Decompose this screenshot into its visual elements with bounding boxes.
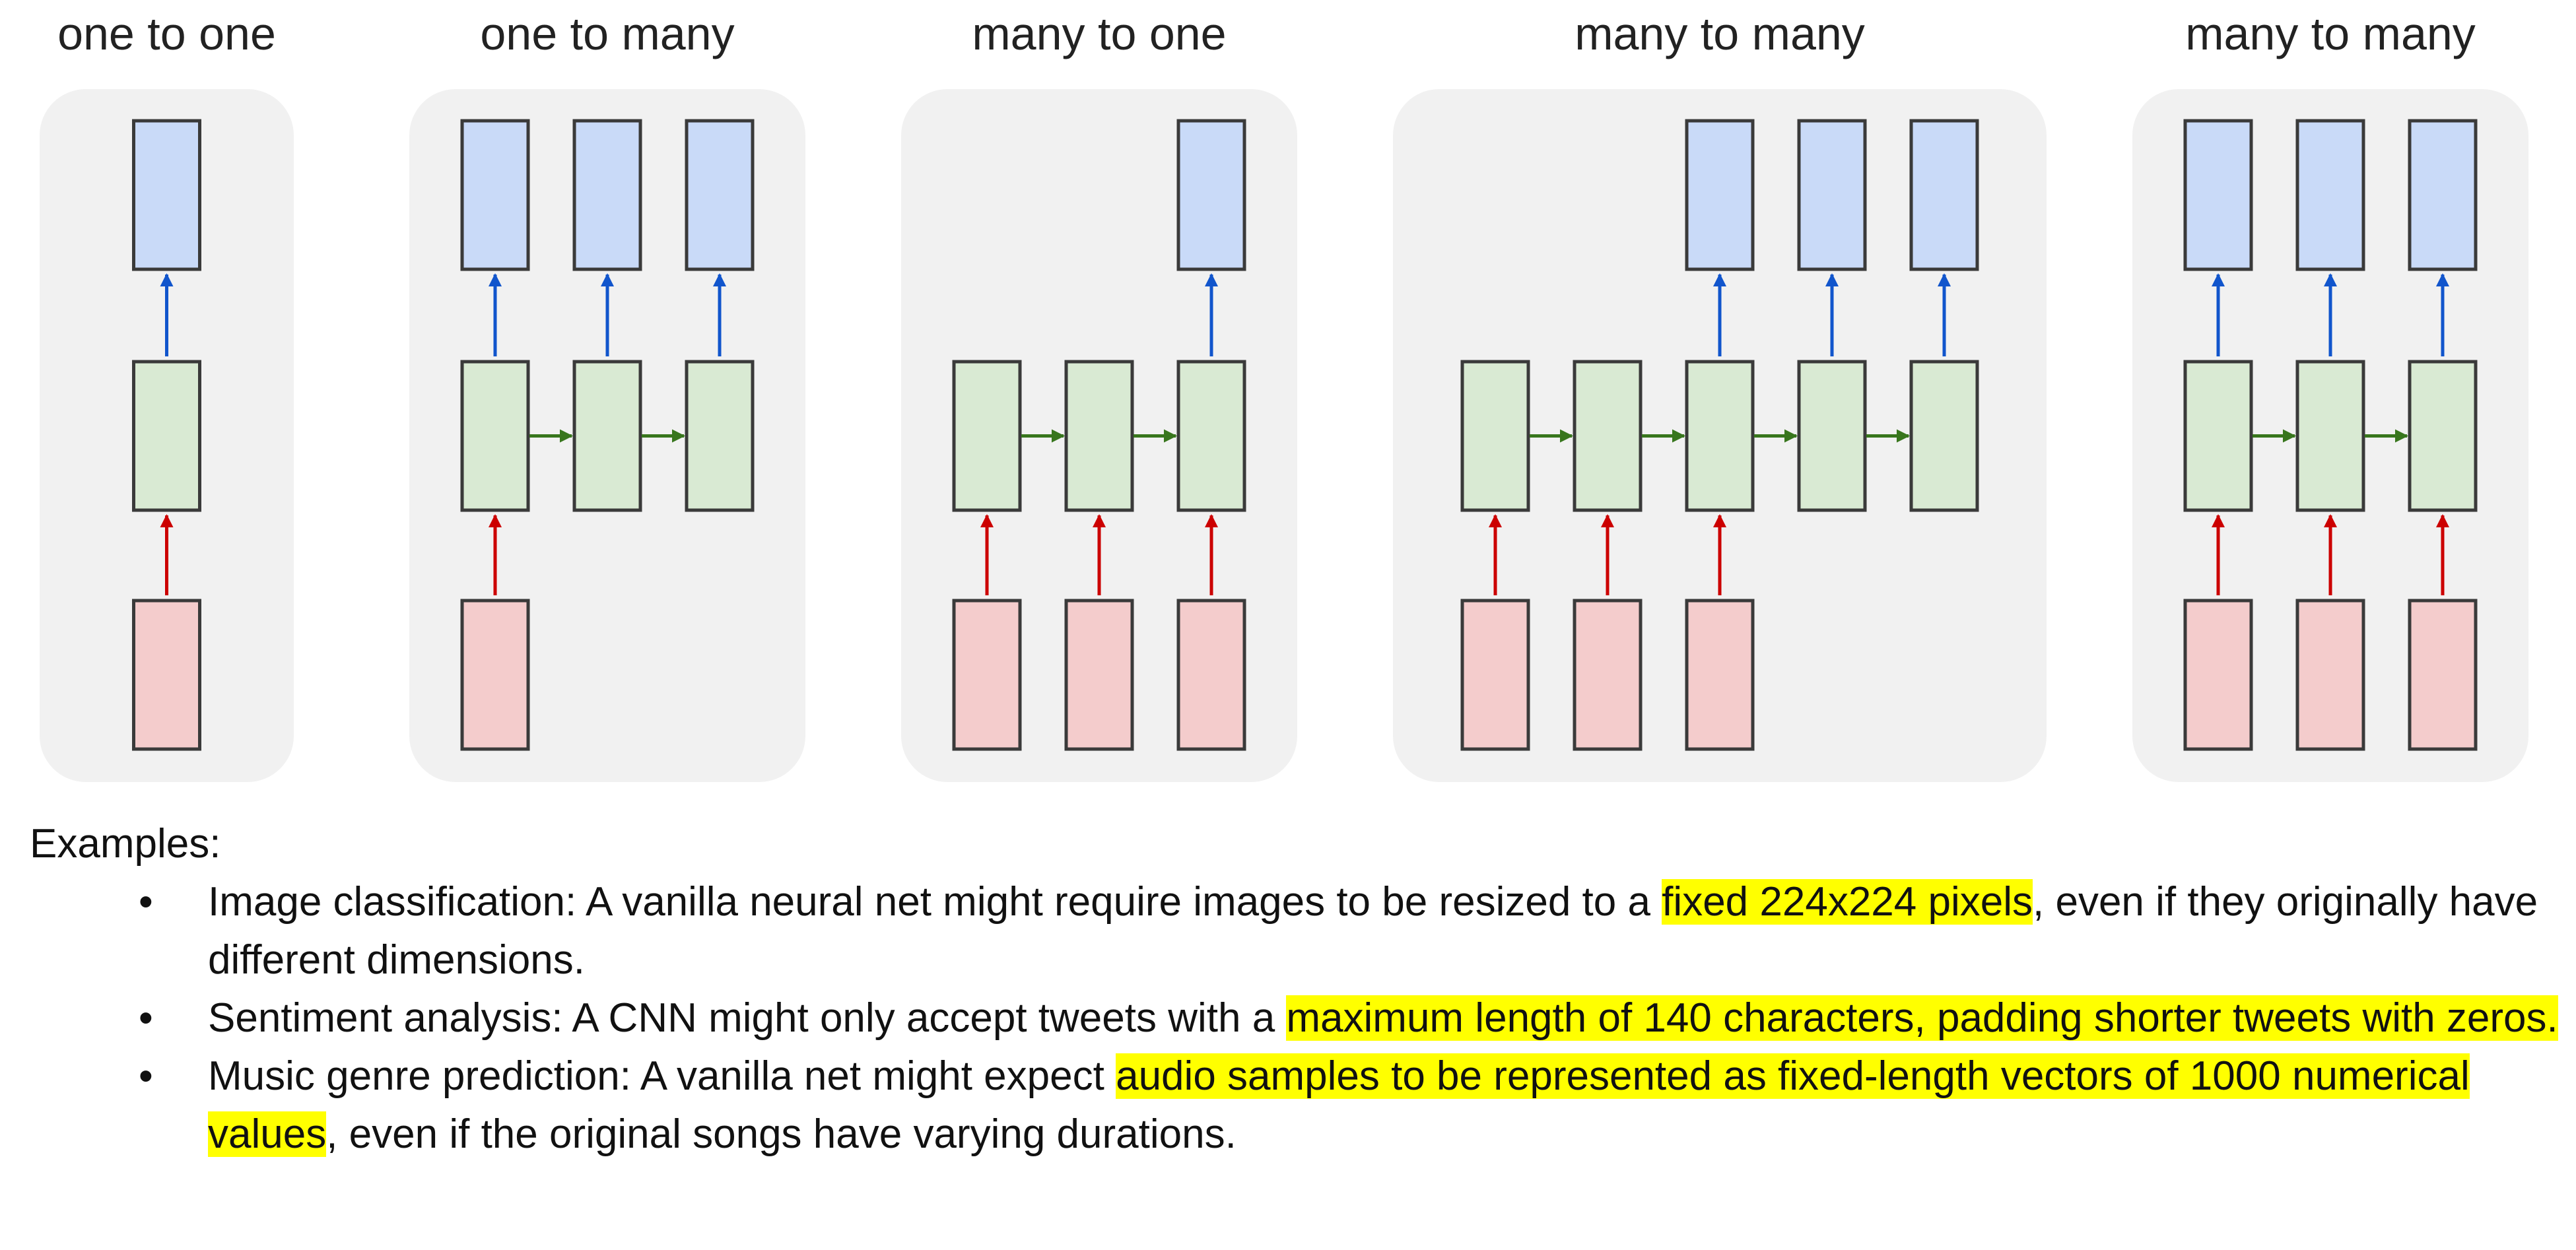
output-box (572, 119, 642, 271)
output-box (132, 119, 201, 271)
example-text: Sentiment analysis: A CNN might only acc… (208, 995, 1287, 1041)
panel-title: many to one (972, 8, 1226, 59)
example-item: • Music genre prediction: A vanilla net m… (30, 1047, 2558, 1164)
input-box (2408, 599, 2478, 751)
hidden-state-box (1685, 360, 1755, 512)
examples-section: Examples: • Image classification: A vanil… (30, 815, 2558, 1164)
input-box (1064, 599, 1134, 751)
panel-title: one to many (480, 8, 734, 59)
hidden-state-box (132, 360, 201, 512)
input-box (132, 599, 201, 751)
panel-4: many to many (1393, 8, 2047, 782)
panel-3: many to one (901, 8, 1297, 782)
example-text: , even if they originally have different… (208, 879, 2538, 983)
input-box (1573, 599, 1643, 751)
hidden-state-box (1573, 360, 1643, 512)
rnn-architectures-diagram: one to one one to many many to one many to … (40, 8, 2528, 782)
output-box (2295, 119, 2365, 271)
hidden-state-box (1460, 360, 1530, 512)
panel-title: many to many (1575, 8, 1865, 59)
hidden-state-box (460, 360, 530, 512)
hidden-state-box (952, 360, 1022, 512)
bullet-icon: • (139, 995, 153, 1041)
hidden-state-box (1797, 360, 1867, 512)
hidden-state-box (1064, 360, 1134, 512)
input-box (2183, 599, 2253, 751)
output-box (2408, 119, 2478, 271)
panel-5: many to many (2132, 8, 2528, 782)
output-box (1909, 119, 1979, 271)
output-box (1797, 119, 1867, 271)
example-text: Music genre prediction: A vanilla net mi… (208, 1053, 1116, 1099)
bullet-icon: • (139, 1053, 153, 1099)
input-box (1176, 599, 1246, 751)
output-box (2183, 119, 2253, 271)
input-box (460, 599, 530, 751)
examples-list: • Image classification: A vanilla neural … (30, 873, 2558, 1164)
input-box (1460, 599, 1530, 751)
examples-heading: Examples: (30, 821, 221, 867)
example-item: • Image classification: A vanilla neural … (30, 873, 2558, 989)
output-box (1176, 119, 1246, 271)
example-text: , even if the original songs have varyin… (326, 1111, 1237, 1157)
example-text: Image classification: A vanilla neural n… (208, 879, 1662, 925)
hidden-state-box (572, 360, 642, 512)
input-box (952, 599, 1022, 751)
panel-2: one to many (409, 8, 805, 782)
panel-title: one to one (57, 8, 276, 59)
hidden-state-box (2408, 360, 2478, 512)
highlighted-text: fixed 224x224 pixels (1662, 879, 2033, 925)
bullet-icon: • (139, 879, 153, 925)
example-item: • Sentiment analysis: A CNN might only ac… (30, 989, 2558, 1047)
hidden-state-box (1176, 360, 1246, 512)
output-box (460, 119, 530, 271)
highlighted-text: maximum length of 140 characters, paddin… (1286, 995, 2558, 1041)
hidden-state-box (1909, 360, 1979, 512)
hidden-state-box (685, 360, 755, 512)
panel-title: many to many (2185, 8, 2476, 59)
input-box (1685, 599, 1755, 751)
hidden-state-box (2183, 360, 2253, 512)
hidden-state-box (2295, 360, 2365, 512)
panel-1: one to one (40, 8, 294, 782)
input-box (2295, 599, 2365, 751)
output-box (685, 119, 755, 271)
output-box (1685, 119, 1755, 271)
